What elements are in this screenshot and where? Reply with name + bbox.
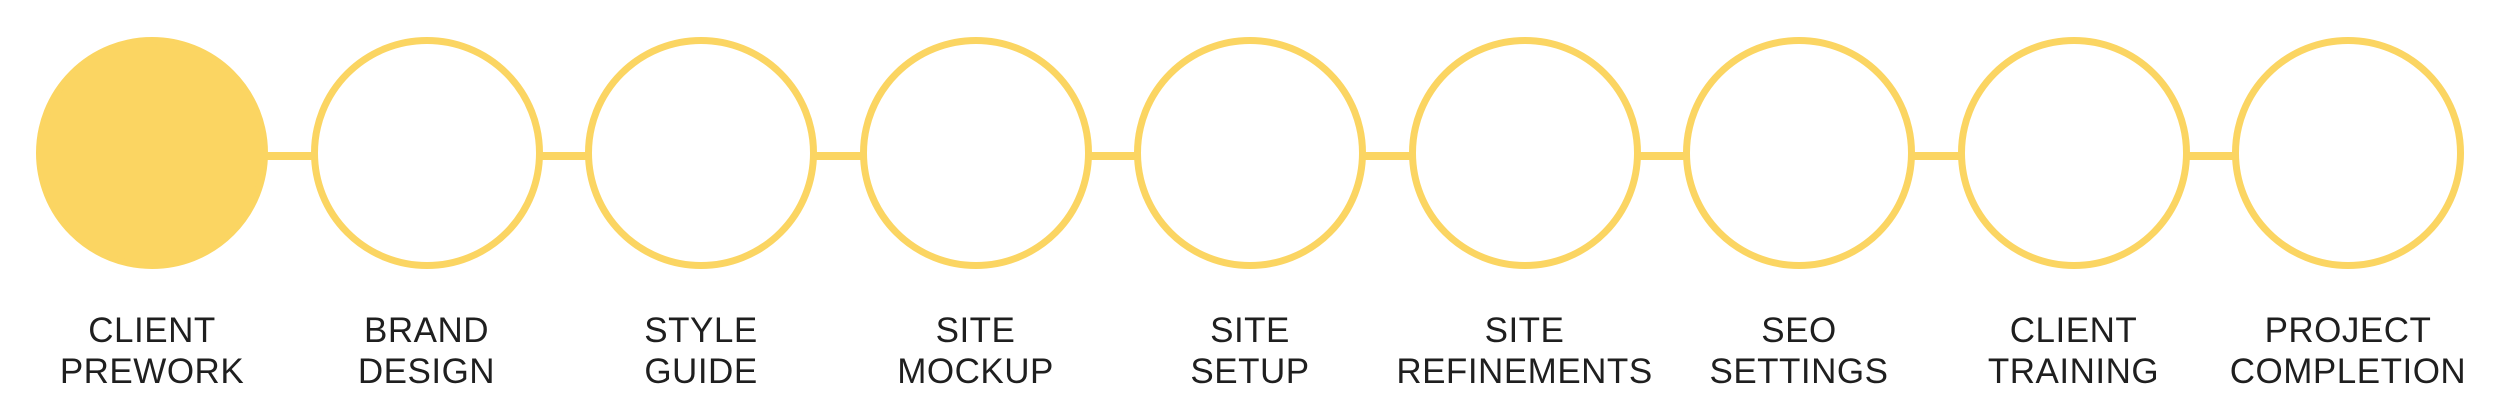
step-circle-client-prework xyxy=(36,37,268,269)
step-connector xyxy=(1911,152,1962,160)
step-label-line1: SITE xyxy=(1484,311,1565,350)
step-circle-style-guide xyxy=(585,37,817,269)
step-label-line1: SITE xyxy=(935,311,1016,350)
step-label-line2: MOCKUP xyxy=(897,352,1054,391)
step-circle-site-refinements xyxy=(1408,37,1641,269)
step-label-line1: SITE xyxy=(1210,311,1290,350)
step-circle-brand-design xyxy=(310,37,543,269)
step-circle-site-setup xyxy=(1134,37,1366,269)
step-label-line1: STYLE xyxy=(644,311,758,350)
step-label-line1: PROJECT xyxy=(2264,311,2432,350)
step-connector xyxy=(538,152,589,160)
step-circle-project-completion xyxy=(2232,37,2464,269)
step-label-line2: GUIDE xyxy=(644,352,758,391)
step-label-line1: CLIENT xyxy=(88,311,216,350)
step-label-line2: PREWORK xyxy=(59,352,245,391)
step-label-line1: CLIENT xyxy=(2009,311,2138,350)
step-circle-client-training xyxy=(1957,37,2190,269)
step-label-line2: SETUP xyxy=(1190,352,1310,391)
step-label-line2: SETTINGS xyxy=(1709,352,1889,391)
step-label-line2: DESIGN xyxy=(357,352,496,391)
step-circle-site-mockup xyxy=(859,37,1092,269)
step-connector xyxy=(1362,152,1413,160)
step-connector xyxy=(1636,152,1687,160)
step-circle-seo-settings xyxy=(1683,37,1915,269)
step-label-line1: BRAND xyxy=(363,311,490,350)
step-connector xyxy=(2185,152,2236,160)
step-connector xyxy=(264,152,315,160)
step-label-line2: REFINEMENTS xyxy=(1396,352,1653,391)
step-connector xyxy=(813,152,864,160)
step-label-line2: COMPLETION xyxy=(2229,352,2467,391)
step-label-line1: SEO xyxy=(1761,311,1837,350)
step-connector xyxy=(1087,152,1138,160)
step-label-line2: TRAINING xyxy=(1987,352,2160,391)
